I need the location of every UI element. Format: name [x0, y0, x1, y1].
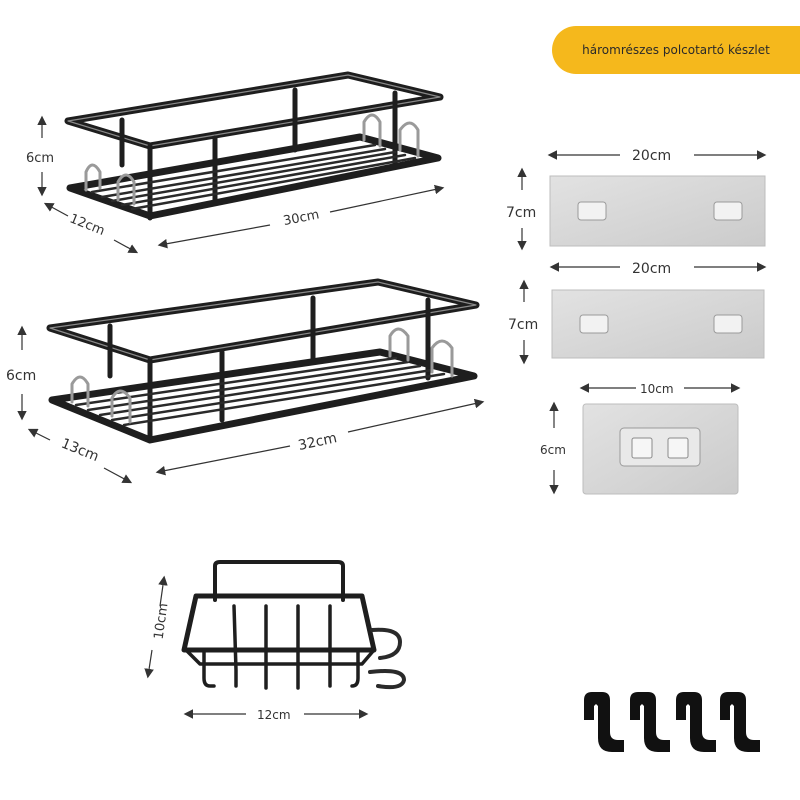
shelf-small-height-label: 6cm	[26, 151, 54, 166]
adhesive-plate-2-width-label: 20cm	[632, 261, 671, 277]
shelf-large	[46, 278, 480, 444]
shelf-large-length-label: 32cm	[297, 430, 339, 454]
s-hook-3	[676, 692, 716, 752]
soap-holder-dims	[144, 575, 369, 719]
shelf-large-dims	[17, 325, 485, 484]
shelf-small	[64, 71, 444, 221]
shelf-large-depth-label: 13cm	[59, 436, 101, 466]
soap-holder-width-label: 12cm	[257, 708, 291, 722]
s-hook-2	[630, 692, 670, 752]
adhesive-plate-3-dims	[549, 383, 741, 495]
product-title: háromrészes polcotartó készlet	[582, 43, 770, 57]
adhesive-plate-3-width-label: 10cm	[640, 382, 674, 396]
soap-holder	[181, 560, 406, 690]
adhesive-plate-1	[549, 175, 766, 247]
adhesive-plate-1-width-label: 20cm	[632, 148, 671, 164]
shelf-small-length-label: 30cm	[282, 207, 321, 229]
s-hook-1	[584, 692, 624, 752]
product-title-badge: háromrészes polcotartó készlet	[552, 26, 800, 74]
shelf-small-depth-label: 12cm	[67, 211, 106, 239]
adhesive-plate-2-height-label: 7cm	[508, 317, 538, 333]
adhesive-plate-1-height-label: 7cm	[506, 205, 536, 221]
adhesive-plate-2-dims	[519, 262, 767, 365]
s-hook-4	[720, 692, 760, 752]
soap-holder-height-label: 10cm	[152, 602, 172, 640]
shelf-large-height-label: 6cm	[6, 368, 36, 384]
shelf-small-dims	[37, 115, 445, 254]
s-hooks	[584, 692, 760, 752]
adhesive-plate-2	[551, 289, 765, 359]
adhesive-plate-1-dims	[517, 150, 767, 251]
adhesive-plate-3-height-label: 6cm	[540, 443, 566, 457]
adhesive-plate-3	[582, 403, 739, 495]
